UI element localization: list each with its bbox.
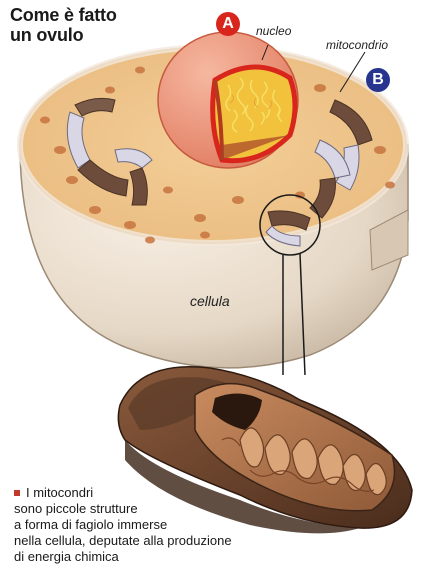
- caption-line-1: I mitocondri: [14, 485, 314, 501]
- caption-line-4: nella cellula, deputate alla produzione: [14, 533, 314, 549]
- caption-line-2: sono piccole strutture: [14, 501, 314, 517]
- caption: I mitocondri sono piccole strutture a fo…: [14, 485, 314, 565]
- caption-line-3: a forma di fagiolo immerse: [14, 517, 314, 533]
- badge-b: B: [366, 68, 390, 92]
- mitochondrion-label: mitocondrio: [326, 38, 388, 52]
- caption-line-5: di energia chimica: [14, 549, 314, 565]
- nucleus: [158, 32, 298, 168]
- badge-a: A: [216, 12, 240, 36]
- cell-label: cellula: [190, 293, 230, 309]
- bullet-icon: [14, 490, 20, 496]
- nucleus-label: nucleo: [256, 24, 291, 38]
